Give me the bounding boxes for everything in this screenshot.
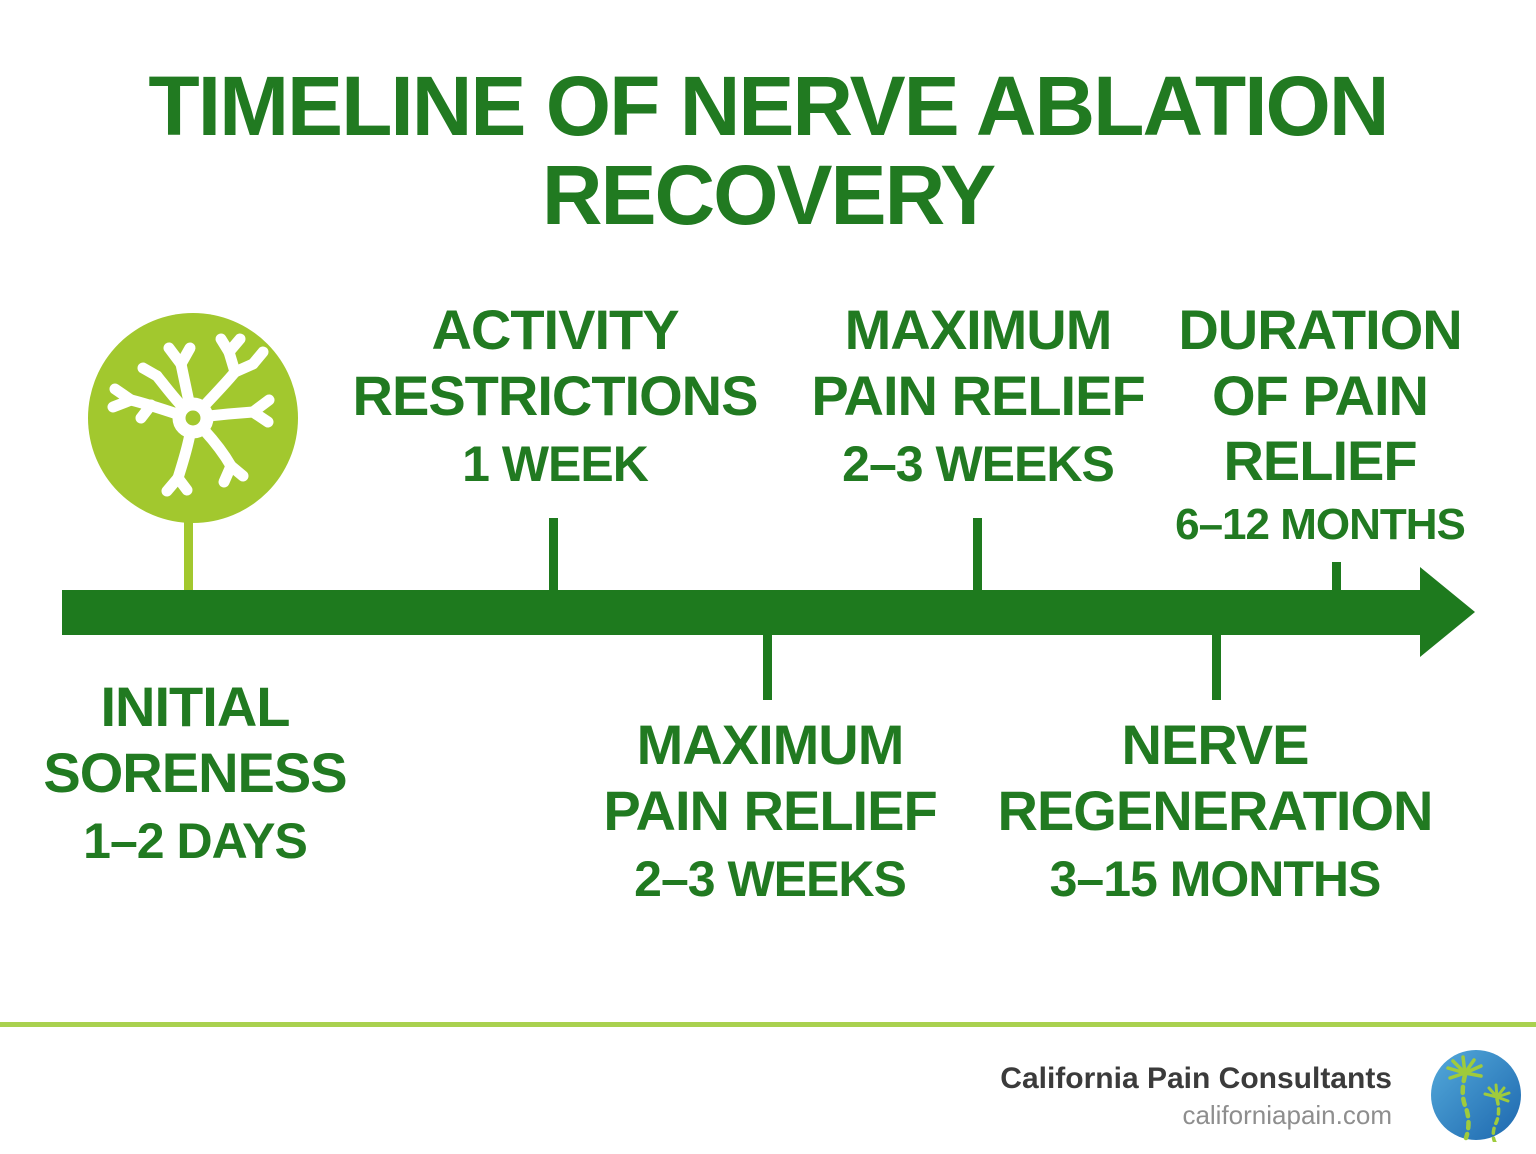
milestone-duration: 2–3 WEEKS [842,436,1115,493]
milestone-label: SORENESS [43,740,347,804]
timeline-bar [62,590,1420,635]
milestone-label: PAIN RELIEF [811,363,1145,427]
milestone-label: PAIN RELIEF [603,778,937,842]
milestone-label: ACTIVITY [431,298,679,361]
milestone-activity-restrictions: ACTIVITY RESTRICTIONS 1 WEEK [320,297,790,494]
milestone-label: MAXIMUM [844,298,1113,361]
tick-maximum-pain-relief-bottom [763,634,772,700]
milestone-maximum-pain-relief-bottom: MAXIMUM PAIN RELIEF 2–3 WEEKS [550,712,990,909]
milestone-duration: 1 WEEK [462,436,649,493]
footer-website: californiapain.com [1182,1100,1392,1130]
tick-duration-of-pain-relief [1332,562,1341,592]
timeline-arrowhead-icon [1420,567,1475,657]
footer-company-name: California Pain Consultants [1000,1062,1392,1095]
footer-divider [0,1022,1536,1027]
milestone-label: OF PAIN [1212,363,1429,427]
milestone-maximum-pain-relief-top: MAXIMUM PAIN RELIEF 2–3 WEEKS [763,297,1193,494]
nerve-icon-stem [184,518,193,594]
tick-maximum-pain-relief-top [973,518,982,592]
milestone-initial-soreness: INITIAL SORENESS 1–2 DAYS [5,674,385,871]
milestone-duration: 1–2 DAYS [83,813,308,870]
milestone-duration-of-pain-relief: DURATION OF PAIN RELIEF 6–12 MONTHS [1120,297,1520,550]
milestone-label: REGENERATION [997,778,1434,842]
milestone-label: MAXIMUM [636,713,905,776]
milestone-label: INITIAL [100,675,291,738]
palm-globe-logo-icon [1431,1050,1521,1142]
milestone-label: DURATION [1178,298,1462,361]
milestone-duration: 2–3 WEEKS [634,851,907,908]
tick-activity-restrictions [549,518,558,592]
milestone-label: RELIEF [1223,429,1417,493]
milestone-nerve-regeneration: NERVE REGENERATION 3–15 MONTHS [975,712,1455,909]
neuron-icon [88,313,298,523]
milestone-label: NERVE [1121,713,1310,776]
page-title: TIMELINE OF NERVE ABLATION RECOVERY [0,59,1536,243]
tick-nerve-regeneration [1212,634,1221,700]
page-title-line1: TIMELINE OF NERVE ABLATION [148,59,1389,153]
milestone-label: RESTRICTIONS [352,363,759,427]
milestone-duration: 6–12 MONTHS [1175,499,1466,549]
page-title-line2: RECOVERY [541,148,996,243]
milestone-duration: 3–15 MONTHS [1049,851,1382,908]
